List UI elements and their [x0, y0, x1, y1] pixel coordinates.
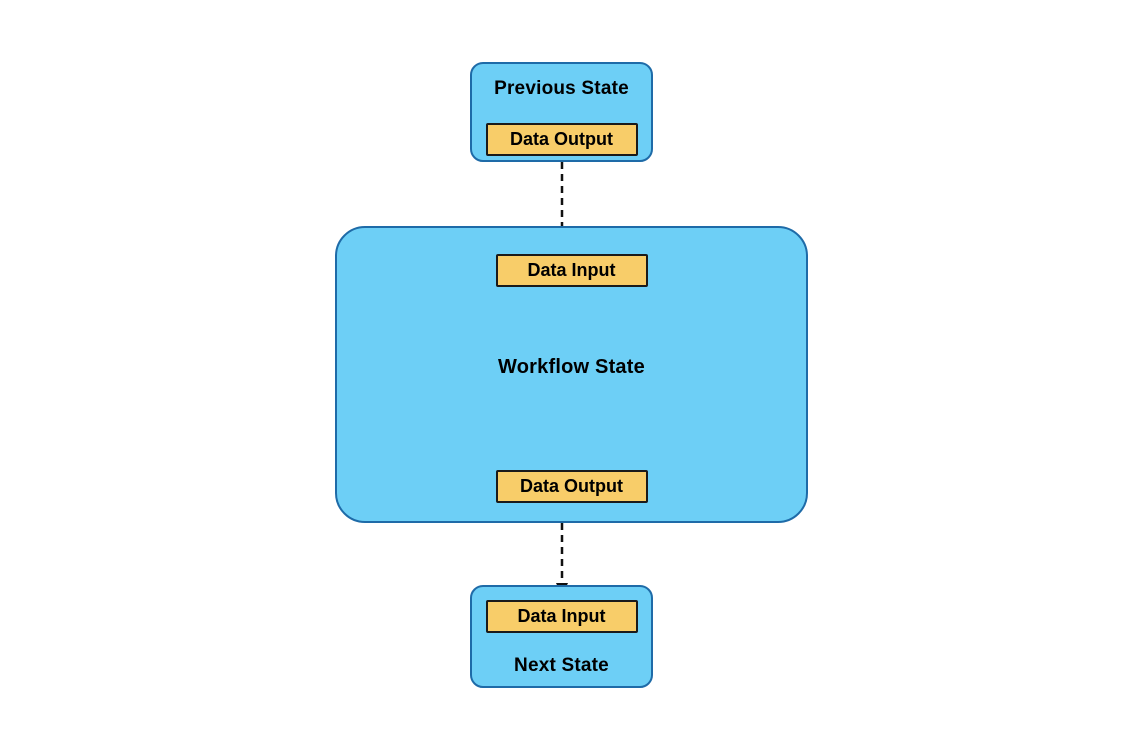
node-workflow-state: Data Input Workflow State Data Output	[335, 226, 808, 523]
workflow-state-output-port: Data Output	[495, 470, 648, 503]
node-previous-state: Previous State Data Output	[470, 62, 653, 162]
previous-state-title: Previous State	[494, 78, 629, 99]
previous-state-output-port: Data Output	[485, 123, 638, 156]
workflow-state-title: Workflow State	[498, 356, 645, 378]
workflow-state-input-port: Data Input	[495, 254, 648, 287]
next-state-input-port: Data Input	[485, 600, 638, 633]
next-state-title: Next State	[514, 655, 609, 676]
node-next-state: Data Input Next State	[470, 585, 653, 688]
